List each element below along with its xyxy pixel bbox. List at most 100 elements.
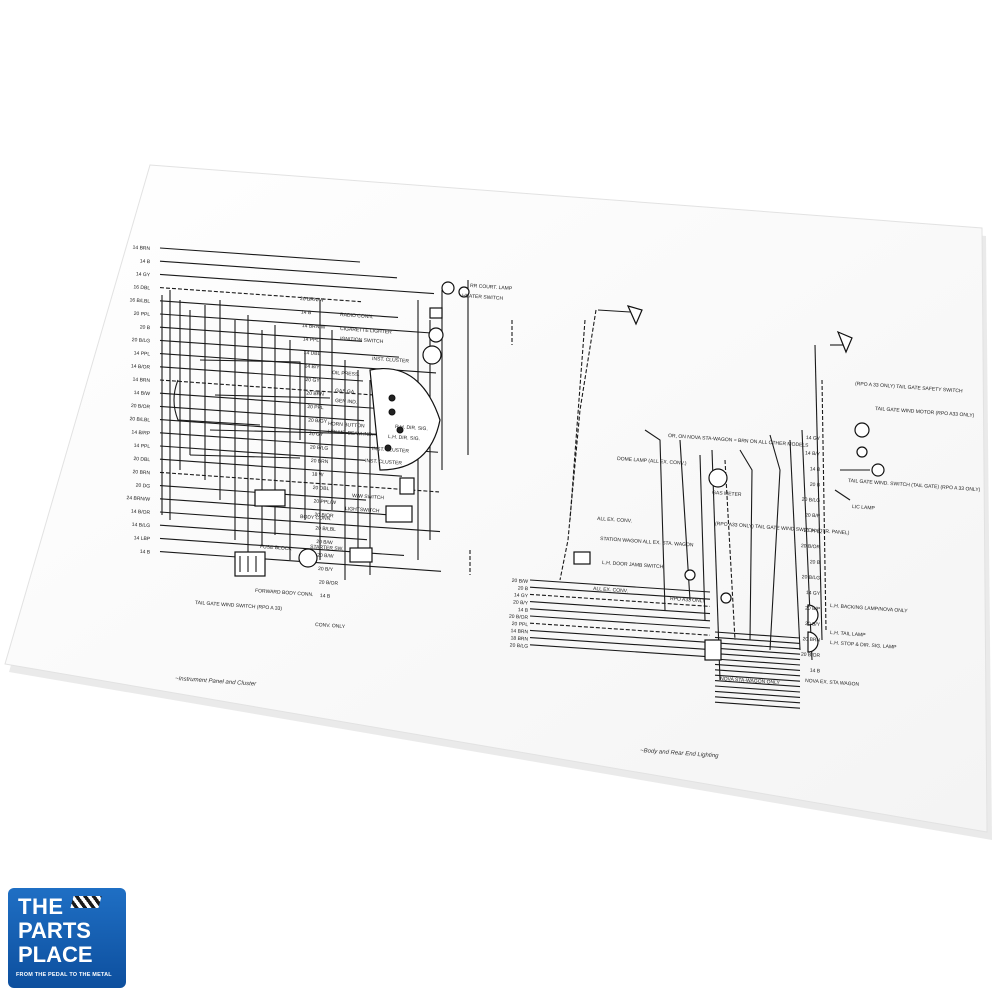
heater-switch-icon — [458, 286, 470, 298]
wire-line — [714, 653, 801, 661]
license-lamp-icon — [871, 463, 885, 477]
wire-line — [529, 622, 711, 636]
wire-line — [714, 631, 801, 639]
wire-label: 20 B/Y — [805, 621, 821, 628]
wire-line — [529, 593, 711, 607]
gauge-icon-3 — [396, 426, 404, 434]
wire-line — [159, 379, 401, 398]
wire-label: 20 PPL — [307, 404, 324, 411]
ignition-switch-icon — [422, 345, 442, 365]
wire-label: 20 PPL — [133, 311, 150, 318]
wire-label: 14 B — [140, 258, 151, 265]
component-label: FUSE BLOCK — [260, 544, 293, 552]
wire-line — [159, 498, 404, 517]
wire-label: 14 B — [320, 593, 331, 600]
wire-line — [159, 273, 435, 295]
wire-label: 20 DG — [135, 483, 150, 490]
wire-line — [159, 511, 441, 533]
radio-connector-icon — [429, 307, 443, 319]
logo-line-1: THE — [18, 894, 64, 919]
wire-line — [714, 674, 801, 682]
wire-label: 16 DBL — [133, 284, 150, 291]
gas-meter-icon — [708, 468, 728, 488]
wire-line — [159, 326, 363, 342]
wire-label: 20 B/W — [511, 578, 528, 585]
wire-label: 20 B — [518, 585, 529, 592]
wire-label: 20 B/OR — [801, 543, 821, 550]
wire-line — [159, 287, 362, 303]
wire-label: 20 GY — [305, 377, 320, 384]
wire-line — [159, 471, 440, 493]
wire-label: 14 LBP — [133, 535, 150, 542]
gauge-icon-1 — [388, 394, 396, 402]
wire-line — [529, 615, 711, 629]
wire-label: 14 B — [140, 549, 151, 556]
logo-line-2: PARTS — [18, 918, 91, 943]
wire-label: 20 PPL — [511, 621, 528, 628]
door-jamb-switch-icon — [684, 569, 696, 581]
wire-label: 20 B/OR — [314, 512, 334, 519]
wire-label: 20 B/LBL — [315, 526, 336, 533]
wire-line — [529, 644, 711, 658]
wire-label: 14 B/OR — [131, 363, 151, 370]
component-label: RADIO CONN. — [340, 312, 374, 320]
wire-label: 20 BRN — [132, 469, 150, 476]
wire-line — [714, 636, 801, 644]
wire-line — [714, 701, 801, 709]
wire-label: 14 BRN — [510, 628, 528, 635]
wire-label: 20 BRN — [802, 636, 820, 643]
component-label: OIL PRESS. — [332, 370, 360, 378]
wire-label: 14 B/OR — [131, 509, 151, 516]
component-label: L.H. TAIL LAMP — [830, 630, 866, 639]
wire-line — [159, 260, 398, 279]
wire-label: 14 B/LG — [132, 522, 151, 529]
wire-label: 14 GY — [806, 590, 821, 597]
wire-label: 14 PPL — [303, 337, 320, 344]
logo-tagline: FROM THE PEDAL TO THE METAL — [16, 972, 112, 978]
starter-switch-icon — [298, 548, 318, 568]
wire-line — [529, 629, 711, 643]
wire-label: 20 B/P — [805, 605, 821, 612]
wire-label: 14 GY — [514, 592, 529, 599]
right-caption: ~Body and Rear End Lighting — [640, 748, 719, 760]
body-connector-icon — [254, 489, 286, 507]
wire-line — [529, 637, 711, 651]
wire-line — [159, 313, 436, 334]
wire-line — [714, 663, 801, 671]
wire-line — [714, 642, 801, 650]
wire-label: 20 B — [810, 559, 821, 566]
wire-line — [159, 300, 399, 319]
component-label: HORN BUTTON — [328, 421, 365, 430]
tail-lamp-icon — [807, 631, 819, 653]
component-label: ALL EX. CONV. — [593, 586, 628, 594]
right-wire-bundle — [529, 579, 801, 709]
left-components — [234, 281, 470, 577]
wire-label: 20 B/P — [805, 512, 821, 519]
wire-label: 14 B — [810, 466, 821, 473]
component-label: GAS METER — [712, 490, 742, 498]
component-label: NOVA STA-WAGON ONLY — [720, 676, 781, 686]
wire-line — [529, 608, 711, 622]
wire-line — [159, 247, 361, 263]
wire-label: 14 BRN/W — [302, 323, 326, 331]
wire-line — [529, 586, 711, 600]
component-label: RR COURT. LAMP — [470, 283, 513, 292]
component-label: BODY CONN. — [300, 514, 332, 522]
component-label: HEATER SWITCH — [462, 293, 504, 302]
wire-label: 20 B/OR — [131, 403, 151, 410]
the-parts-place-logo: THE PARTS PLACE FROM THE PEDAL TO THE ME… — [8, 888, 126, 988]
wire-label: 20 DBL — [312, 485, 329, 492]
wire-label: 20 B — [140, 324, 151, 331]
tail-gate-switch-icon — [573, 551, 591, 565]
wire-label: 20 B/Y — [513, 600, 529, 607]
wire-label: 20 B/W — [316, 539, 333, 546]
wire-label: 18 W — [312, 472, 324, 479]
component-label: HDLMP. BEAM IND. — [328, 429, 374, 438]
wire-label: 20 BRN/W — [300, 296, 324, 304]
forward-body-connector-icon — [349, 547, 373, 563]
wire-label: 14 B — [810, 668, 821, 675]
